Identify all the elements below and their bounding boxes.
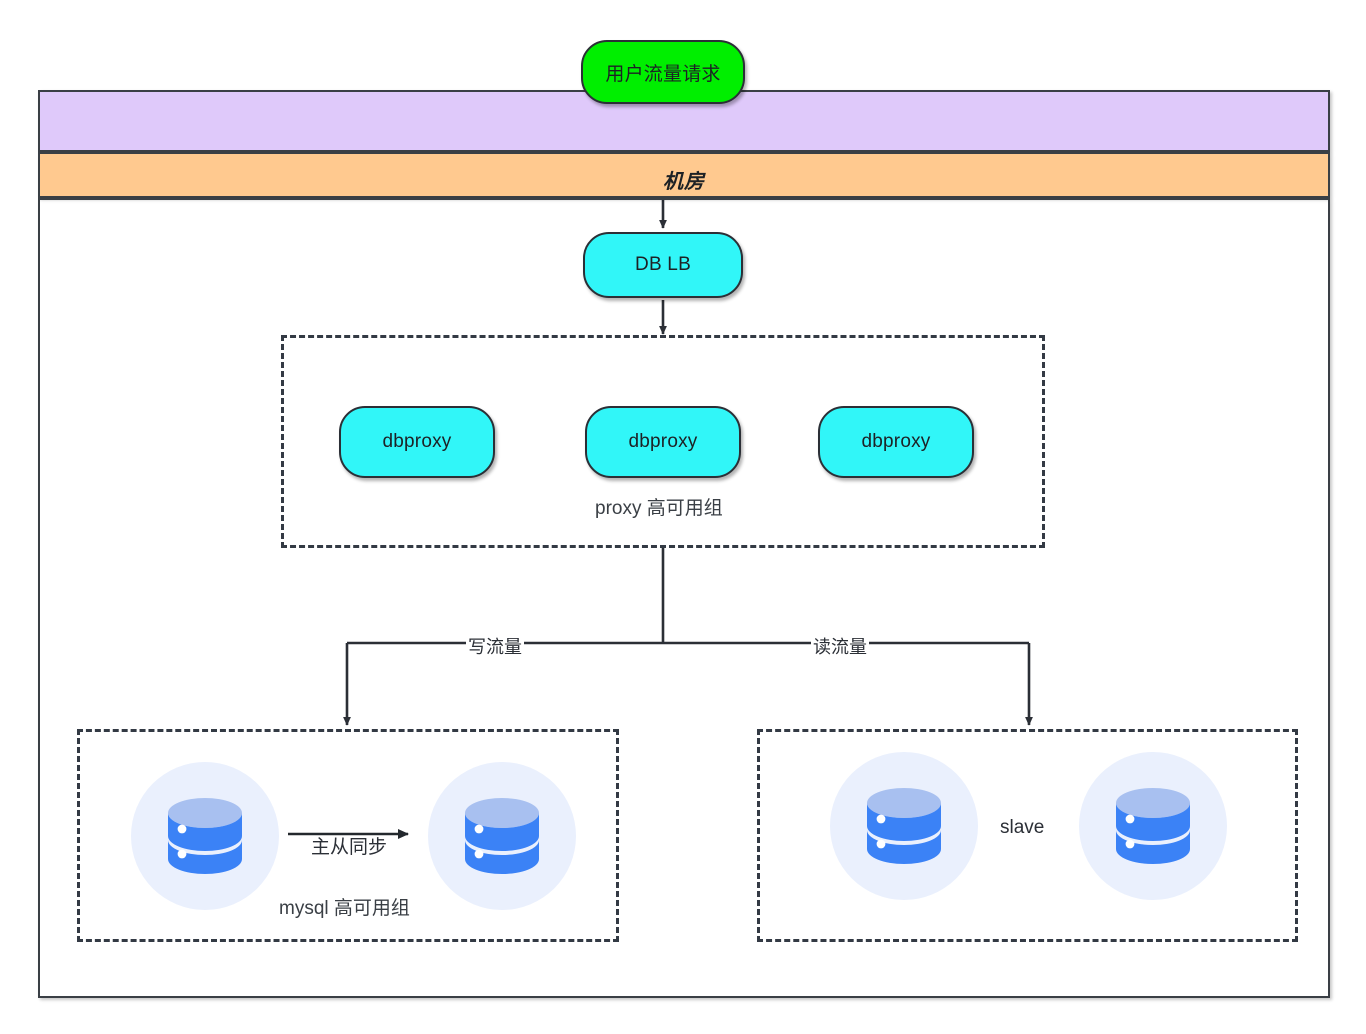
room-band-label: 机房: [663, 171, 705, 193]
database-icon-standby[interactable]: [428, 762, 576, 910]
database-icon-slave-1[interactable]: [830, 752, 978, 900]
dbproxy-node-1[interactable]: dbproxy: [339, 406, 495, 478]
proxy-ha-group-label: proxy 高可用组: [595, 498, 723, 519]
dbproxy-node-1-label: dbproxy: [382, 431, 452, 452]
db-lb-node[interactable]: DB LB: [583, 232, 743, 298]
replication-label: 主从同步: [311, 837, 388, 858]
dbproxy-node-2[interactable]: dbproxy: [585, 406, 741, 478]
dbproxy-node-3[interactable]: dbproxy: [818, 406, 974, 478]
room-band: 机房: [38, 152, 1330, 198]
slave-group-label: slave: [1000, 817, 1045, 838]
dbproxy-node-2-label: dbproxy: [628, 431, 698, 452]
proxy-ha-group: [281, 335, 1045, 548]
dbproxy-node-3-label: dbproxy: [861, 431, 931, 452]
database-icon-master[interactable]: [131, 762, 279, 910]
write-traffic-label: 写流量: [466, 633, 524, 659]
database-icon-slave-2[interactable]: [1079, 752, 1227, 900]
entry-node-label: 用户流量请求: [605, 63, 721, 85]
slave-group: [757, 729, 1298, 942]
read-traffic-label: 读流量: [811, 633, 869, 659]
room-container: [38, 198, 1330, 998]
mysql-ha-group: [77, 729, 619, 942]
db-lb-label: DB LB: [635, 254, 691, 275]
entry-node-user-traffic[interactable]: 用户流量请求: [581, 40, 745, 104]
mysql-ha-group-label: mysql 高可用组: [279, 898, 410, 919]
